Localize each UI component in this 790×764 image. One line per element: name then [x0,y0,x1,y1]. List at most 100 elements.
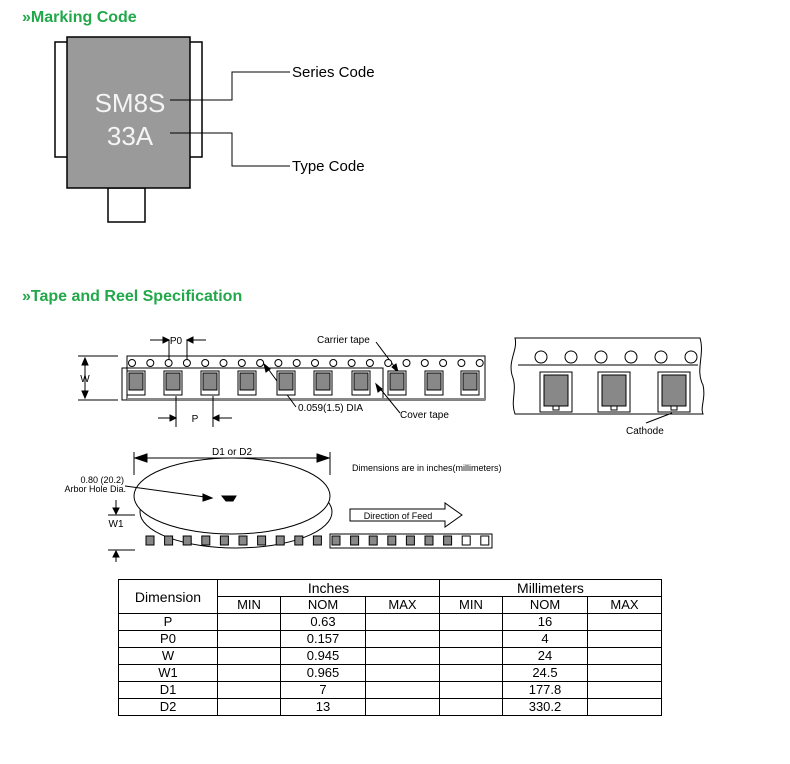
tape-pocket [405,535,415,546]
in-nom-cell: 0.63 [279,613,367,631]
empty-cell [438,698,503,716]
cathode-tab [610,405,618,411]
in-nom-cell: 0.965 [279,664,367,682]
component [239,372,255,391]
tape-closeup [510,337,705,424]
sprocket-hole [439,359,448,367]
sprocket-hole [384,359,393,367]
empty-cell [365,698,440,716]
component [128,372,144,391]
sprocket-hole [684,350,698,364]
empty-cell [217,681,281,699]
dimension-cell: W [118,647,218,665]
sprocket-hole [534,350,548,364]
empty-cell [587,664,662,682]
tape-pocket [461,535,471,546]
hole-dia-label: 0.059(1.5) DIA [298,403,363,414]
in-max-header: MAX [365,596,440,614]
component [661,374,687,407]
dimension-header: Dimension [118,579,218,614]
table-row: D2 13 330.2 [118,698,662,716]
sprocket-hole [457,359,466,367]
empty-cell [217,613,281,631]
tape-pocket [257,535,267,546]
sprocket-hole [164,359,173,367]
carrier-tape-label: Carrier tape [317,335,370,346]
tape-pocket [443,535,453,546]
mm-nom-cell: 24 [501,647,589,665]
component [389,372,405,391]
dimension-cell: P0 [118,630,218,648]
marking-line1: SM8S [95,88,166,118]
cathode-tab [552,405,560,411]
tape-pocket [480,535,490,546]
empty-cell [587,647,662,665]
p-label: P [192,414,199,425]
mm-nom-cell: 177.8 [501,681,589,699]
mm-max-header: MAX [587,596,662,614]
in-min-header: MIN [217,596,281,614]
tape-pocket [145,535,155,546]
sprocket-hole [201,359,210,367]
cathode-label: Cathode [626,426,664,437]
sprocket-hole [347,359,356,367]
arbor-hole-label: Arbor Hole Dia. [64,484,126,494]
sprocket-hole [420,359,429,367]
inches-header: Inches [217,579,440,597]
table-row: W 0.945 24 [118,647,662,665]
component [165,372,181,391]
tape-pocket [182,535,192,546]
mm-nom-header: NOM [501,596,589,614]
sprocket-hole [402,359,411,367]
empty-cell [438,613,503,631]
component [353,372,369,391]
d1-d2-label: D1 or D2 [212,447,252,458]
empty-cell [217,698,281,716]
empty-cell [438,681,503,699]
sprocket-hole [292,359,301,367]
sprocket-hole [182,359,191,367]
component [543,374,569,407]
empty-cell [587,681,662,699]
sprocket-hole [365,359,374,367]
mm-nom-cell: 16 [501,613,589,631]
package-diagram [54,36,290,223]
empty-cell [438,630,503,648]
dimension-cell: W1 [118,664,218,682]
sprocket-hole [274,359,283,367]
empty-cell [438,647,503,665]
dimension-cell: D1 [118,681,218,699]
dimension-cell: D2 [118,698,218,716]
component [315,372,331,391]
empty-cell [438,664,503,682]
empty-cell [365,681,440,699]
component [601,374,627,407]
arbor-dim-label: 0.80 (20.2) [80,475,124,485]
empty-cell [365,664,440,682]
tape-pocket [201,535,211,546]
in-nom-cell: 13 [279,698,367,716]
mm-min-header: MIN [438,596,503,614]
empty-cell [587,698,662,716]
tape-pocket [219,535,229,546]
mm-nom-cell: 330.2 [501,698,589,716]
in-nom-cell: 0.945 [279,647,367,665]
tape-reel-heading: »Tape and Reel Specification [22,288,243,305]
empty-cell [365,647,440,665]
mm-nom-cell: 4 [501,630,589,648]
w-label: W [80,374,90,385]
empty-cell [365,630,440,648]
tape-pocket [368,535,378,546]
w1-label: W1 [109,519,124,530]
tape-diagram [78,336,486,427]
reel-diagram [108,452,493,562]
sprocket-hole [329,359,338,367]
empty-cell [217,664,281,682]
marking-code-heading: »Marking Code [22,9,137,26]
mm-nom-cell: 24.5 [501,664,589,682]
sprocket-hole [624,350,638,364]
